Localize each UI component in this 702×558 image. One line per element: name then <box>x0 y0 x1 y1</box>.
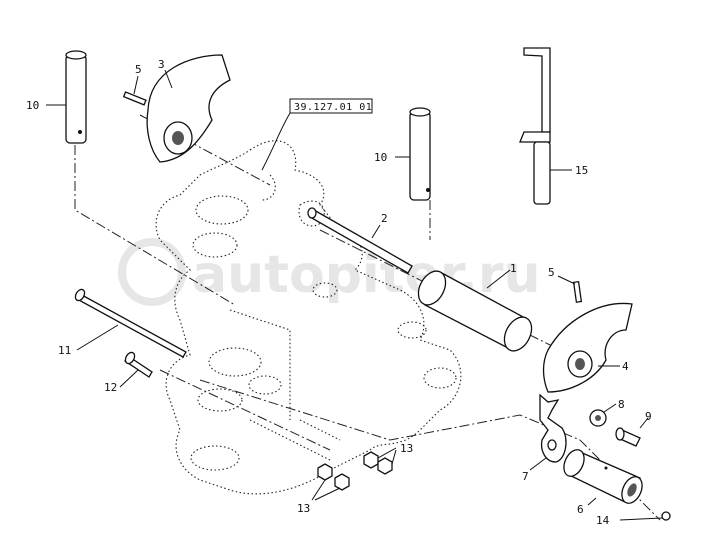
lock-plate-3[interactable] <box>146 54 231 163</box>
reference-box[interactable]: 39.127.01 01 <box>261 98 373 171</box>
bolt-12[interactable] <box>124 351 153 378</box>
screw-14[interactable] <box>661 511 671 521</box>
callout-8: 8 <box>618 398 625 411</box>
callout-2: 2 <box>381 212 388 225</box>
callout-13-left: 13 <box>297 502 310 515</box>
callout-15: 15 <box>575 164 588 177</box>
nuts-13[interactable] <box>317 451 393 491</box>
bolt-11[interactable] <box>74 288 187 358</box>
callout-1: 1 <box>510 262 517 275</box>
callout-10-right: 10 <box>374 151 387 164</box>
callout-9: 9 <box>645 410 652 423</box>
rod-2[interactable] <box>307 207 413 274</box>
lock-plate-4[interactable] <box>542 302 633 393</box>
pin-10-left[interactable] <box>65 50 87 144</box>
callout-13-right: 13 <box>400 442 413 455</box>
callout-6: 6 <box>577 503 584 516</box>
roll-pin-5-upper[interactable] <box>122 91 147 106</box>
pin-6[interactable] <box>560 447 646 507</box>
washer-8[interactable] <box>589 409 607 427</box>
callout-12: 12 <box>104 381 117 394</box>
callout-7: 7 <box>522 470 529 483</box>
callout-3: 3 <box>158 58 165 71</box>
callout-14: 14 <box>596 514 610 527</box>
roll-pin-5-right[interactable] <box>572 280 583 303</box>
bushing-1[interactable] <box>413 266 537 355</box>
reference-code: 39.127.01 01 <box>294 102 372 113</box>
callout-10-left: 10 <box>26 99 39 112</box>
callout-5-upper: 5 <box>135 63 142 76</box>
watermark-text: autopiter.ru <box>192 245 541 305</box>
bracket-15[interactable] <box>519 47 551 205</box>
pin-10-right[interactable] <box>409 107 431 201</box>
callout-4: 4 <box>622 360 629 373</box>
bracket-plate-7[interactable] <box>539 393 567 463</box>
callout-11: 11 <box>58 344 71 357</box>
bolt-9[interactable] <box>615 427 641 447</box>
callout-5-right: 5 <box>548 266 555 279</box>
